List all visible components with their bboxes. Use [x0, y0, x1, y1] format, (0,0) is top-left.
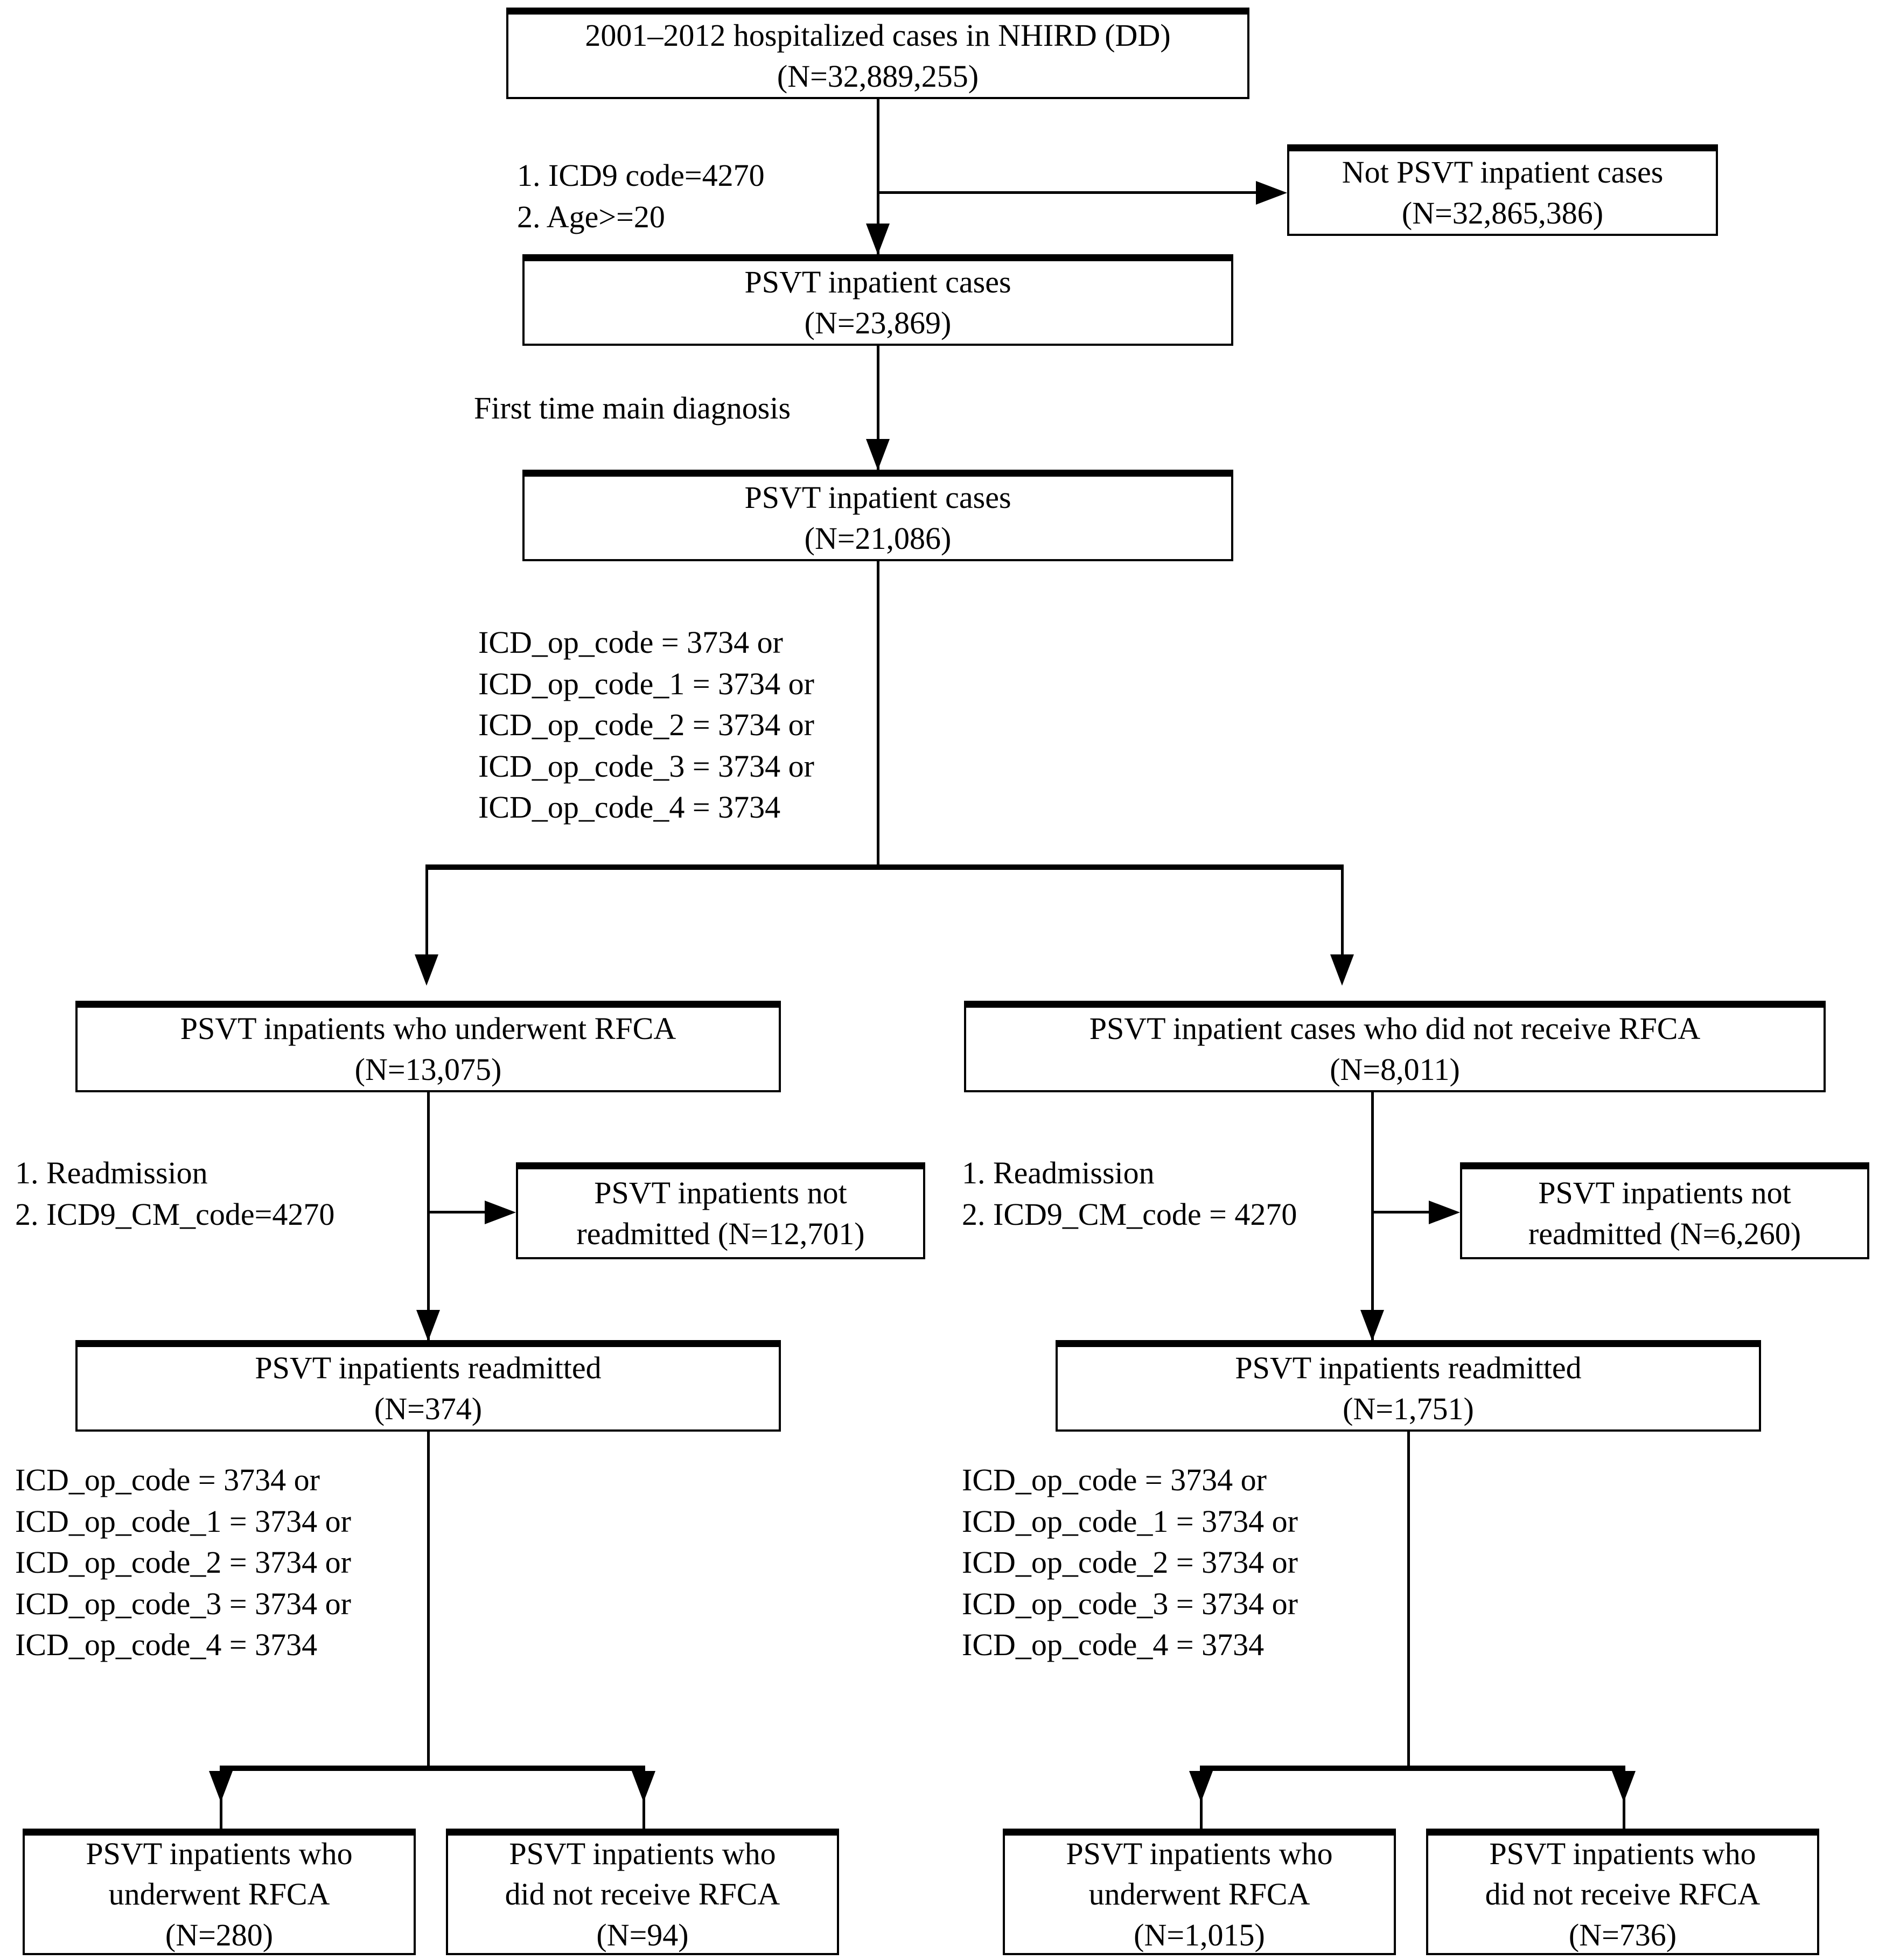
arrowhead-left-readmitted	[416, 1310, 440, 1341]
connector-left-to-not-readmitted	[427, 1211, 505, 1213]
annotation-readmission-right: 1. Readmission 2. ICD9_CM_code = 4270	[962, 1155, 1297, 1232]
arrowhead-right-not-readmitted	[1429, 1201, 1460, 1224]
arrowhead-split-right	[1330, 954, 1354, 986]
node-leaf-left-rfca-no-line2: did not receive RFCA	[505, 1877, 780, 1912]
node-right-not-readmitted-line2: readmitted (N=6,260)	[1528, 1216, 1801, 1251]
node-psvt-first-diagnosis: PSVT inpatient cases (N=21,086)	[522, 470, 1233, 561]
connector-split-right-drop	[1341, 864, 1344, 980]
annotation-inclusion-criteria: 1. ICD9 code=4270 2. Age>=20	[517, 158, 765, 234]
arrowhead-right-leaf-yes	[1189, 1771, 1213, 1802]
connector-source-to-excluded	[877, 191, 1276, 194]
node-psvt-first-line2: (N=21,086)	[804, 520, 952, 556]
arrowhead-right-leaf-no	[1612, 1771, 1636, 1802]
node-rfca-underwent-line1: PSVT inpatients who underwent RFCA	[180, 1011, 676, 1047]
node-left-not-readmitted: PSVT inpatients not readmitted (N=12,701…	[516, 1162, 925, 1259]
connector-source-to-psvt-all	[877, 99, 879, 254]
node-leaf-left-rfca-yes-line2: underwent RFCA	[108, 1877, 330, 1912]
node-right-readmitted: PSVT inpatients readmitted (N=1,751)	[1056, 1340, 1761, 1432]
connector-left-rfca-to-readmitted	[427, 1092, 430, 1340]
node-psvt-all: PSVT inpatient cases (N=23,869)	[522, 254, 1233, 346]
connector-right-rfca-to-readmitted	[1371, 1092, 1374, 1340]
node-leaf-left-rfca-no-line3: (N=94)	[596, 1917, 689, 1952]
node-left-readmitted: PSVT inpatients readmitted (N=374)	[75, 1340, 781, 1432]
connector-split-left-drop	[425, 864, 428, 980]
connector-left-split-bar	[220, 1766, 645, 1771]
arrowhead-left-leaf-no	[632, 1771, 655, 1802]
node-leaf-right-rfca-yes: PSVT inpatients who underwent RFCA (N=1,…	[1003, 1829, 1396, 1955]
node-rfca-underwent: PSVT inpatients who underwent RFCA (N=13…	[75, 1001, 781, 1092]
node-source-cohort-line2: (N=32,889,255)	[777, 58, 979, 94]
node-right-not-readmitted-line1: PSVT inpatients not	[1538, 1175, 1791, 1211]
node-right-readmitted-line2: (N=1,751)	[1343, 1391, 1474, 1426]
node-leaf-right-rfca-no-line1: PSVT inpatients who	[1489, 1836, 1756, 1871]
node-leaf-right-rfca-no: PSVT inpatients who did not receive RFCA…	[1426, 1829, 1819, 1955]
node-leaf-left-rfca-no-line1: PSVT inpatients who	[509, 1836, 776, 1871]
node-rfca-not-received-line2: (N=8,011)	[1330, 1051, 1460, 1087]
node-leaf-left-rfca-yes-line3: (N=280)	[165, 1917, 274, 1952]
node-rfca-not-received: PSVT inpatient cases who did not receive…	[964, 1001, 1826, 1092]
connector-left-readmitted-descent	[427, 1432, 430, 1766]
node-left-not-readmitted-line1: PSVT inpatients not	[594, 1175, 847, 1211]
connector-right-to-not-readmitted	[1371, 1211, 1449, 1213]
arrowhead-right-readmitted	[1360, 1310, 1384, 1341]
annotation-first-time-diagnosis: First time main diagnosis	[474, 390, 791, 426]
node-leaf-right-rfca-yes-line3: (N=1,015)	[1134, 1917, 1265, 1952]
node-leaf-right-rfca-no-line3: (N=736)	[1568, 1917, 1677, 1952]
node-excluded-not-psvt-line2: (N=32,865,386)	[1401, 195, 1604, 231]
node-leaf-right-rfca-no-line2: did not receive RFCA	[1485, 1877, 1761, 1912]
annotation-icd-op-codes-right: ICD_op_code = 3734 or ICD_op_code_1 = 37…	[962, 1462, 1298, 1663]
connector-psvt-first-descent	[877, 561, 879, 868]
node-excluded-not-psvt: Not PSVT inpatient cases (N=32,865,386)	[1287, 144, 1718, 236]
node-leaf-left-rfca-no: PSVT inpatients who did not receive RFCA…	[446, 1829, 839, 1955]
connector-right-split-bar	[1200, 1766, 1625, 1771]
node-psvt-first-line1: PSVT inpatient cases	[744, 480, 1011, 515]
node-rfca-not-received-line1: PSVT inpatient cases who did not receive…	[1089, 1011, 1701, 1047]
arrowhead-psvt-all-to-first	[866, 439, 890, 470]
arrowhead-source-to-excluded	[1256, 181, 1287, 205]
node-right-not-readmitted: PSVT inpatients not readmitted (N=6,260)	[1460, 1162, 1869, 1259]
node-psvt-all-line1: PSVT inpatient cases	[744, 264, 1011, 300]
node-leaf-right-rfca-yes-line2: underwent RFCA	[1088, 1877, 1310, 1912]
arrowhead-left-leaf-yes	[209, 1771, 233, 1802]
arrowhead-left-not-readmitted	[485, 1201, 516, 1224]
annotation-readmission-left: 1. Readmission 2. ICD9_CM_code=4270	[15, 1155, 335, 1232]
node-source-cohort: 2001–2012 hospitalized cases in NHIRD (D…	[506, 8, 1249, 99]
node-left-readmitted-line2: (N=374)	[374, 1391, 483, 1426]
annotation-icd-op-codes-top: ICD_op_code = 3734 or ICD_op_code_1 = 37…	[478, 625, 814, 825]
node-leaf-left-rfca-yes-line1: PSVT inpatients who	[86, 1836, 353, 1871]
node-excluded-not-psvt-line1: Not PSVT inpatient cases	[1342, 155, 1664, 190]
node-rfca-underwent-line2: (N=13,075)	[354, 1051, 502, 1087]
node-right-readmitted-line1: PSVT inpatients readmitted	[1235, 1350, 1582, 1386]
annotation-icd-op-codes-left: ICD_op_code = 3734 or ICD_op_code_1 = 37…	[15, 1462, 351, 1663]
connector-split-bar-rfca	[425, 864, 1344, 870]
node-psvt-all-line2: (N=23,869)	[804, 305, 952, 340]
node-source-cohort-line1: 2001–2012 hospitalized cases in NHIRD (D…	[585, 18, 1171, 53]
node-left-readmitted-line1: PSVT inpatients readmitted	[255, 1350, 602, 1386]
connector-right-readmitted-descent	[1407, 1432, 1410, 1766]
node-leaf-left-rfca-yes: PSVT inpatients who underwent RFCA (N=28…	[23, 1829, 416, 1955]
node-left-not-readmitted-line2: readmitted (N=12,701)	[576, 1216, 865, 1251]
arrowhead-split-left	[415, 954, 438, 986]
node-leaf-right-rfca-yes-line1: PSVT inpatients who	[1066, 1836, 1333, 1871]
arrowhead-source-to-psvt-all	[866, 224, 890, 255]
connector-psvt-all-to-first	[877, 346, 879, 470]
